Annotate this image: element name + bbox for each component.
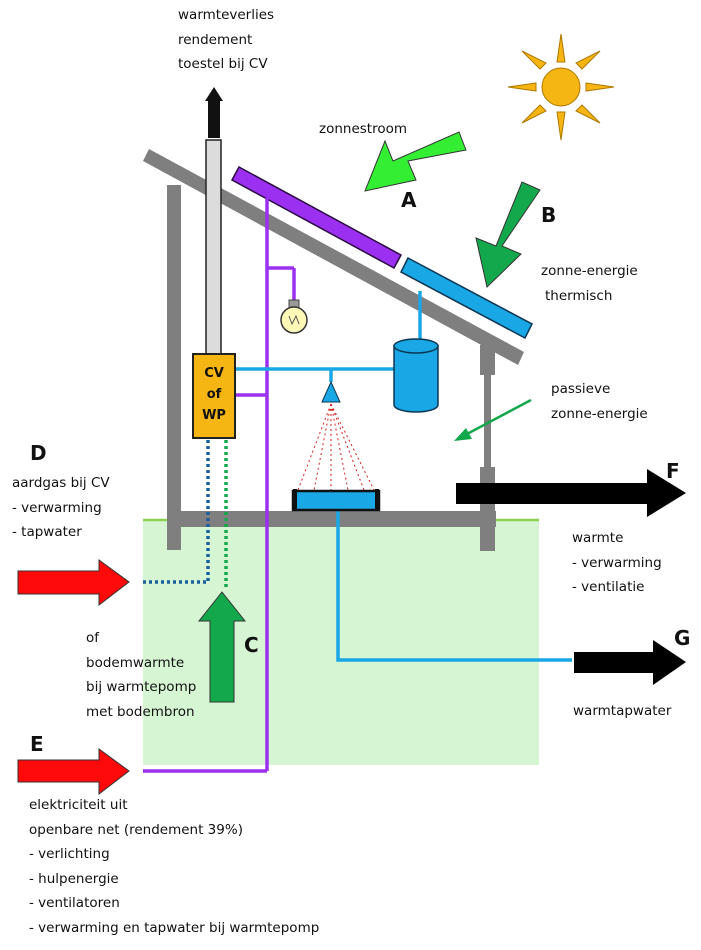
electricity-label: elektriciteit uit openbare net (rendemen… [29,793,319,940]
letter-a: A [401,188,417,212]
passive-solar-line-1: passieve [551,381,611,397]
heat-loss-arrow [205,87,223,138]
bath-tub [291,489,381,512]
gas-line-2: - verwarming [12,499,102,516]
electricity-line-1: elektriciteit uit [29,797,128,813]
ground-area [143,519,539,765]
pv-panel [230,165,403,270]
sun-icon [507,33,615,141]
heat-output-label: warmte - verwarming - ventilatie [572,526,662,600]
letter-c: C [244,633,259,657]
passive-solar-arrow [454,398,532,441]
solar-thermal-line-1: zonne-energie [541,263,638,279]
boiler-label-line-3: WP [202,408,226,423]
electricity-line-4: - hulpenergie [29,870,119,887]
heat-output-line-1: warmte [572,530,624,546]
heat-loss-label: warmteverlies rendement toestel bij CV [178,3,274,77]
heat-loss-line-1: warmteverlies [178,7,275,23]
heat-output-line-2: - verwarming [572,554,662,571]
boiler-label-line-1: CV [204,366,224,381]
letter-d: D [30,441,47,465]
passive-solar-label: passieve zonne-energie [551,377,648,426]
chimney [205,139,222,355]
electricity-line-2: openbare net (rendement 39%) [29,821,243,838]
gas-input-arrow-d [17,559,130,607]
ground-heat-line-2: bodemwarmte [86,654,185,671]
passive-solar-line-2: zonne-energie [551,405,648,422]
shower-head [321,380,341,403]
ground-heat-line-3: bij warmtepomp [86,679,197,695]
letter-b: B [541,203,557,227]
electricity-line-5: - ventilatoren [29,895,120,911]
storage-tank [393,338,439,413]
gas-label: aardgas bij CV - verwarming - tapwater [12,471,110,545]
heat-loss-line-2: rendement [178,31,253,48]
letter-g: G [674,626,691,650]
ground-heat-arrow-c [197,591,247,703]
hot-water-output-arrow-g [574,640,686,685]
shower-spray [297,403,375,491]
ground-heat-line-1: of [86,630,100,646]
electricity-line-6: - verwarming en tapwater bij warmtepomp [29,919,320,936]
ground-heat-label: of bodemwarmte bij warmtepomp met bodemb… [86,626,196,724]
solar-thermal-arrow-b [475,181,541,288]
heat-output-arrow-f [456,469,686,517]
light-bulb [280,299,308,334]
ground-heat-line-4: met bodembron [86,703,195,720]
electrical-wiring [143,198,296,773]
letter-f: F [666,459,680,483]
electricity-line-3: - verlichting [29,846,110,862]
electricity-input-arrow-e [17,748,130,796]
boiler-label-line-2: of [206,387,222,402]
letter-e: E [30,732,44,756]
solar-power-label: zonnestroom [319,121,408,137]
thermal-collector [400,256,533,340]
heat-output-line-3: - ventilatie [572,579,645,595]
heat-loss-line-3: toestel bij CV [178,56,268,72]
hot-water-label: warmtapwater [573,703,672,719]
solar-thermal-label: zonne-energie thermisch [541,259,638,308]
solar-power-arrow-a [364,131,467,192]
water-pipes [236,291,572,662]
gas-line-3: - tapwater [12,524,82,540]
boiler-cv-wp: CV of WP [192,353,236,439]
gas-line-1: aardgas bij CV [12,475,110,491]
solar-thermal-line-2: thermisch [545,287,613,304]
